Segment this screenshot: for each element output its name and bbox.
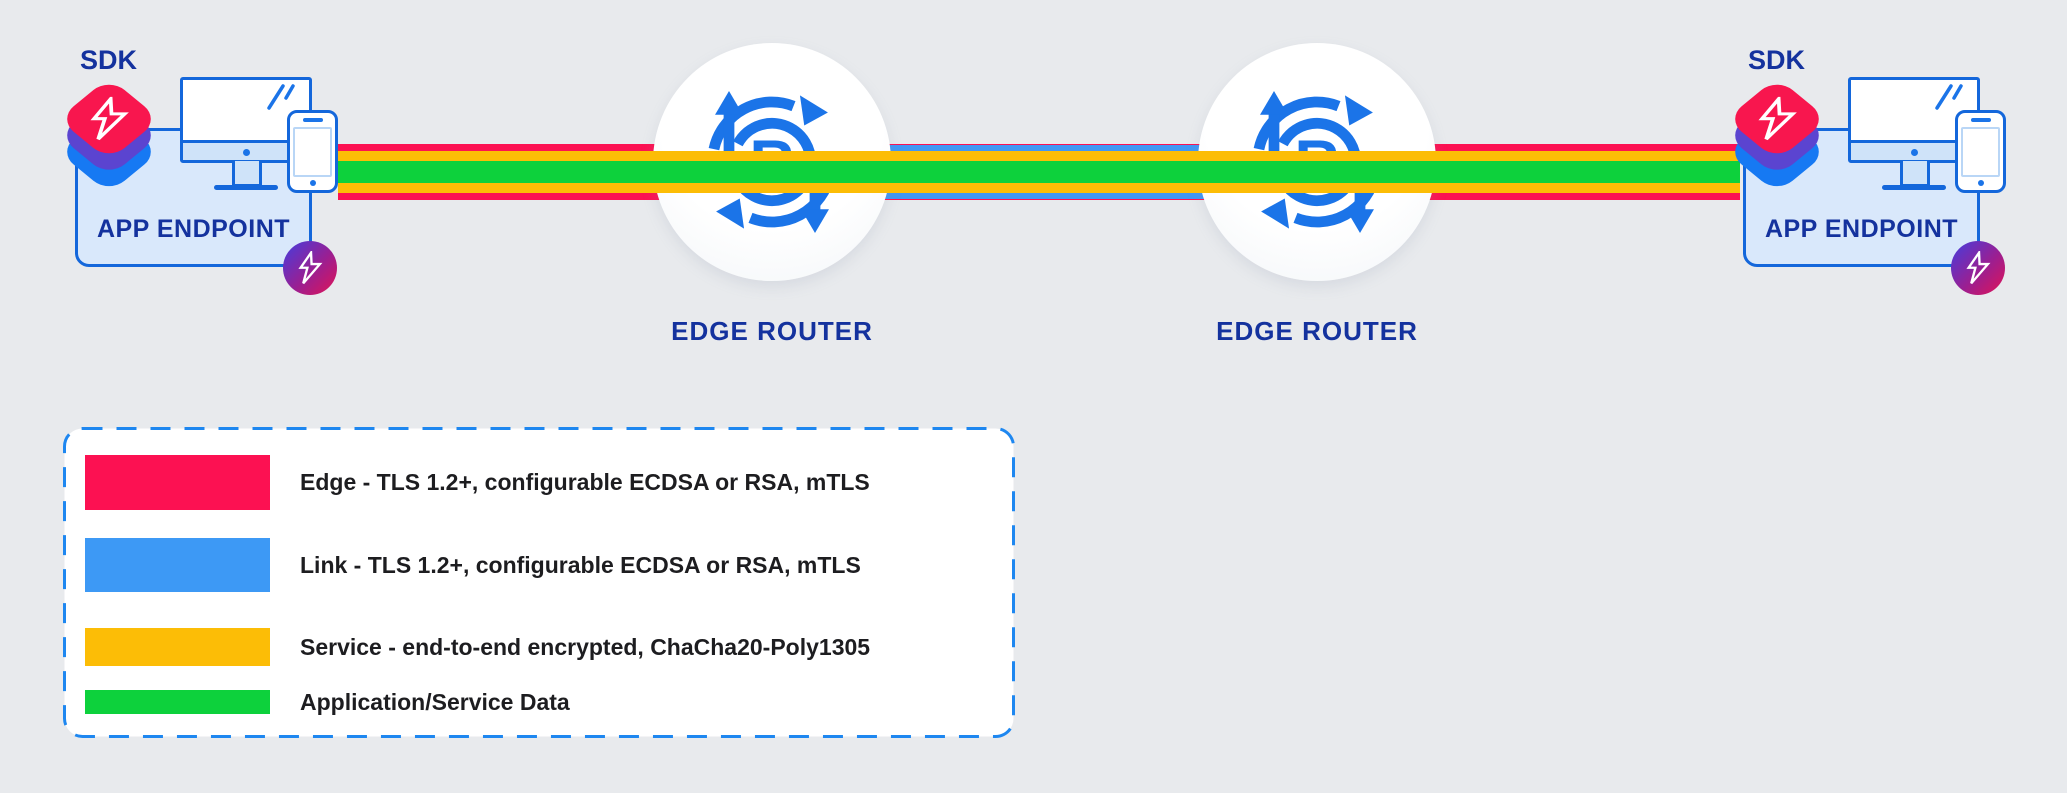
legend-swatch-service bbox=[85, 628, 270, 666]
legend-item-application-data: Application/Service Data bbox=[85, 688, 570, 715]
legend-dashed-border bbox=[63, 427, 1015, 738]
monitor-stand bbox=[232, 161, 262, 187]
link-band-bottom bbox=[772, 193, 1318, 199]
monitor-bezel bbox=[1851, 140, 1977, 160]
legend-label-edge: Edge - TLS 1.2+, configurable ECDSA or R… bbox=[300, 469, 870, 495]
legend-label-service: Service - end-to-end encrypted, ChaCha20… bbox=[300, 633, 871, 660]
legend-item-service: Service - end-to-end encrypted, ChaCha20… bbox=[85, 628, 870, 666]
sdk-label: SDK bbox=[80, 45, 138, 75]
phone-speaker bbox=[1970, 118, 1991, 122]
monitor-bezel bbox=[183, 140, 309, 160]
legend-swatch-link bbox=[85, 538, 270, 592]
legend-swatch-edge bbox=[85, 455, 270, 510]
phone-home-button bbox=[309, 180, 316, 186]
smartphone-icon bbox=[287, 110, 338, 193]
link-band-top bbox=[772, 145, 1318, 151]
phone-screen bbox=[1961, 127, 2000, 177]
phone-speaker bbox=[302, 118, 323, 122]
ziti-badge-icon bbox=[283, 241, 337, 295]
edge-router-label-left: EDGE ROUTER bbox=[671, 316, 873, 346]
app-endpoint-left: SDK APP ENDPOINT bbox=[58, 37, 358, 327]
lightning-bolt-icon bbox=[1966, 251, 1991, 285]
phone-screen bbox=[293, 127, 332, 177]
legend-label-application-data: Application/Service Data bbox=[300, 688, 570, 715]
monitor-base bbox=[214, 185, 278, 190]
monitor-shine-icon bbox=[267, 84, 295, 110]
smartphone-icon bbox=[1955, 110, 2006, 193]
application-data-band bbox=[338, 161, 1740, 183]
service-band-top bbox=[338, 151, 1740, 161]
app-endpoint-label: APP ENDPOINT bbox=[1764, 215, 1959, 243]
lightning-bolt-icon bbox=[90, 96, 129, 141]
legend-item-link: Link - TLS 1.2+, configurable ECDSA or R… bbox=[85, 538, 861, 592]
legend-swatch-application-data bbox=[85, 690, 270, 714]
legend-panel: Edge - TLS 1.2+, configurable ECDSA or R… bbox=[63, 427, 1015, 738]
edge-router-label-right: EDGE ROUTER bbox=[1216, 316, 1418, 346]
monitor-shine-icon bbox=[1935, 84, 1963, 110]
lightning-bolt-icon bbox=[1758, 96, 1797, 141]
app-endpoint-right: SDK APP ENDPOINT bbox=[1726, 37, 2026, 327]
monitor-base bbox=[1882, 185, 1946, 190]
app-endpoint-label: APP ENDPOINT bbox=[96, 215, 291, 243]
legend-label-link: Link - TLS 1.2+, configurable ECDSA or R… bbox=[300, 551, 861, 578]
sdk-label: SDK bbox=[1748, 45, 1806, 75]
ziti-badge-icon bbox=[1951, 241, 2005, 295]
monitor-stand bbox=[1900, 161, 1930, 187]
phone-home-button bbox=[1977, 180, 1984, 186]
monitor-dot bbox=[242, 149, 250, 156]
monitor-dot bbox=[1910, 149, 1918, 156]
lightning-bolt-icon bbox=[298, 251, 323, 285]
service-band-bottom bbox=[338, 183, 1740, 193]
legend-item-edge: Edge - TLS 1.2+, configurable ECDSA or R… bbox=[85, 455, 870, 510]
